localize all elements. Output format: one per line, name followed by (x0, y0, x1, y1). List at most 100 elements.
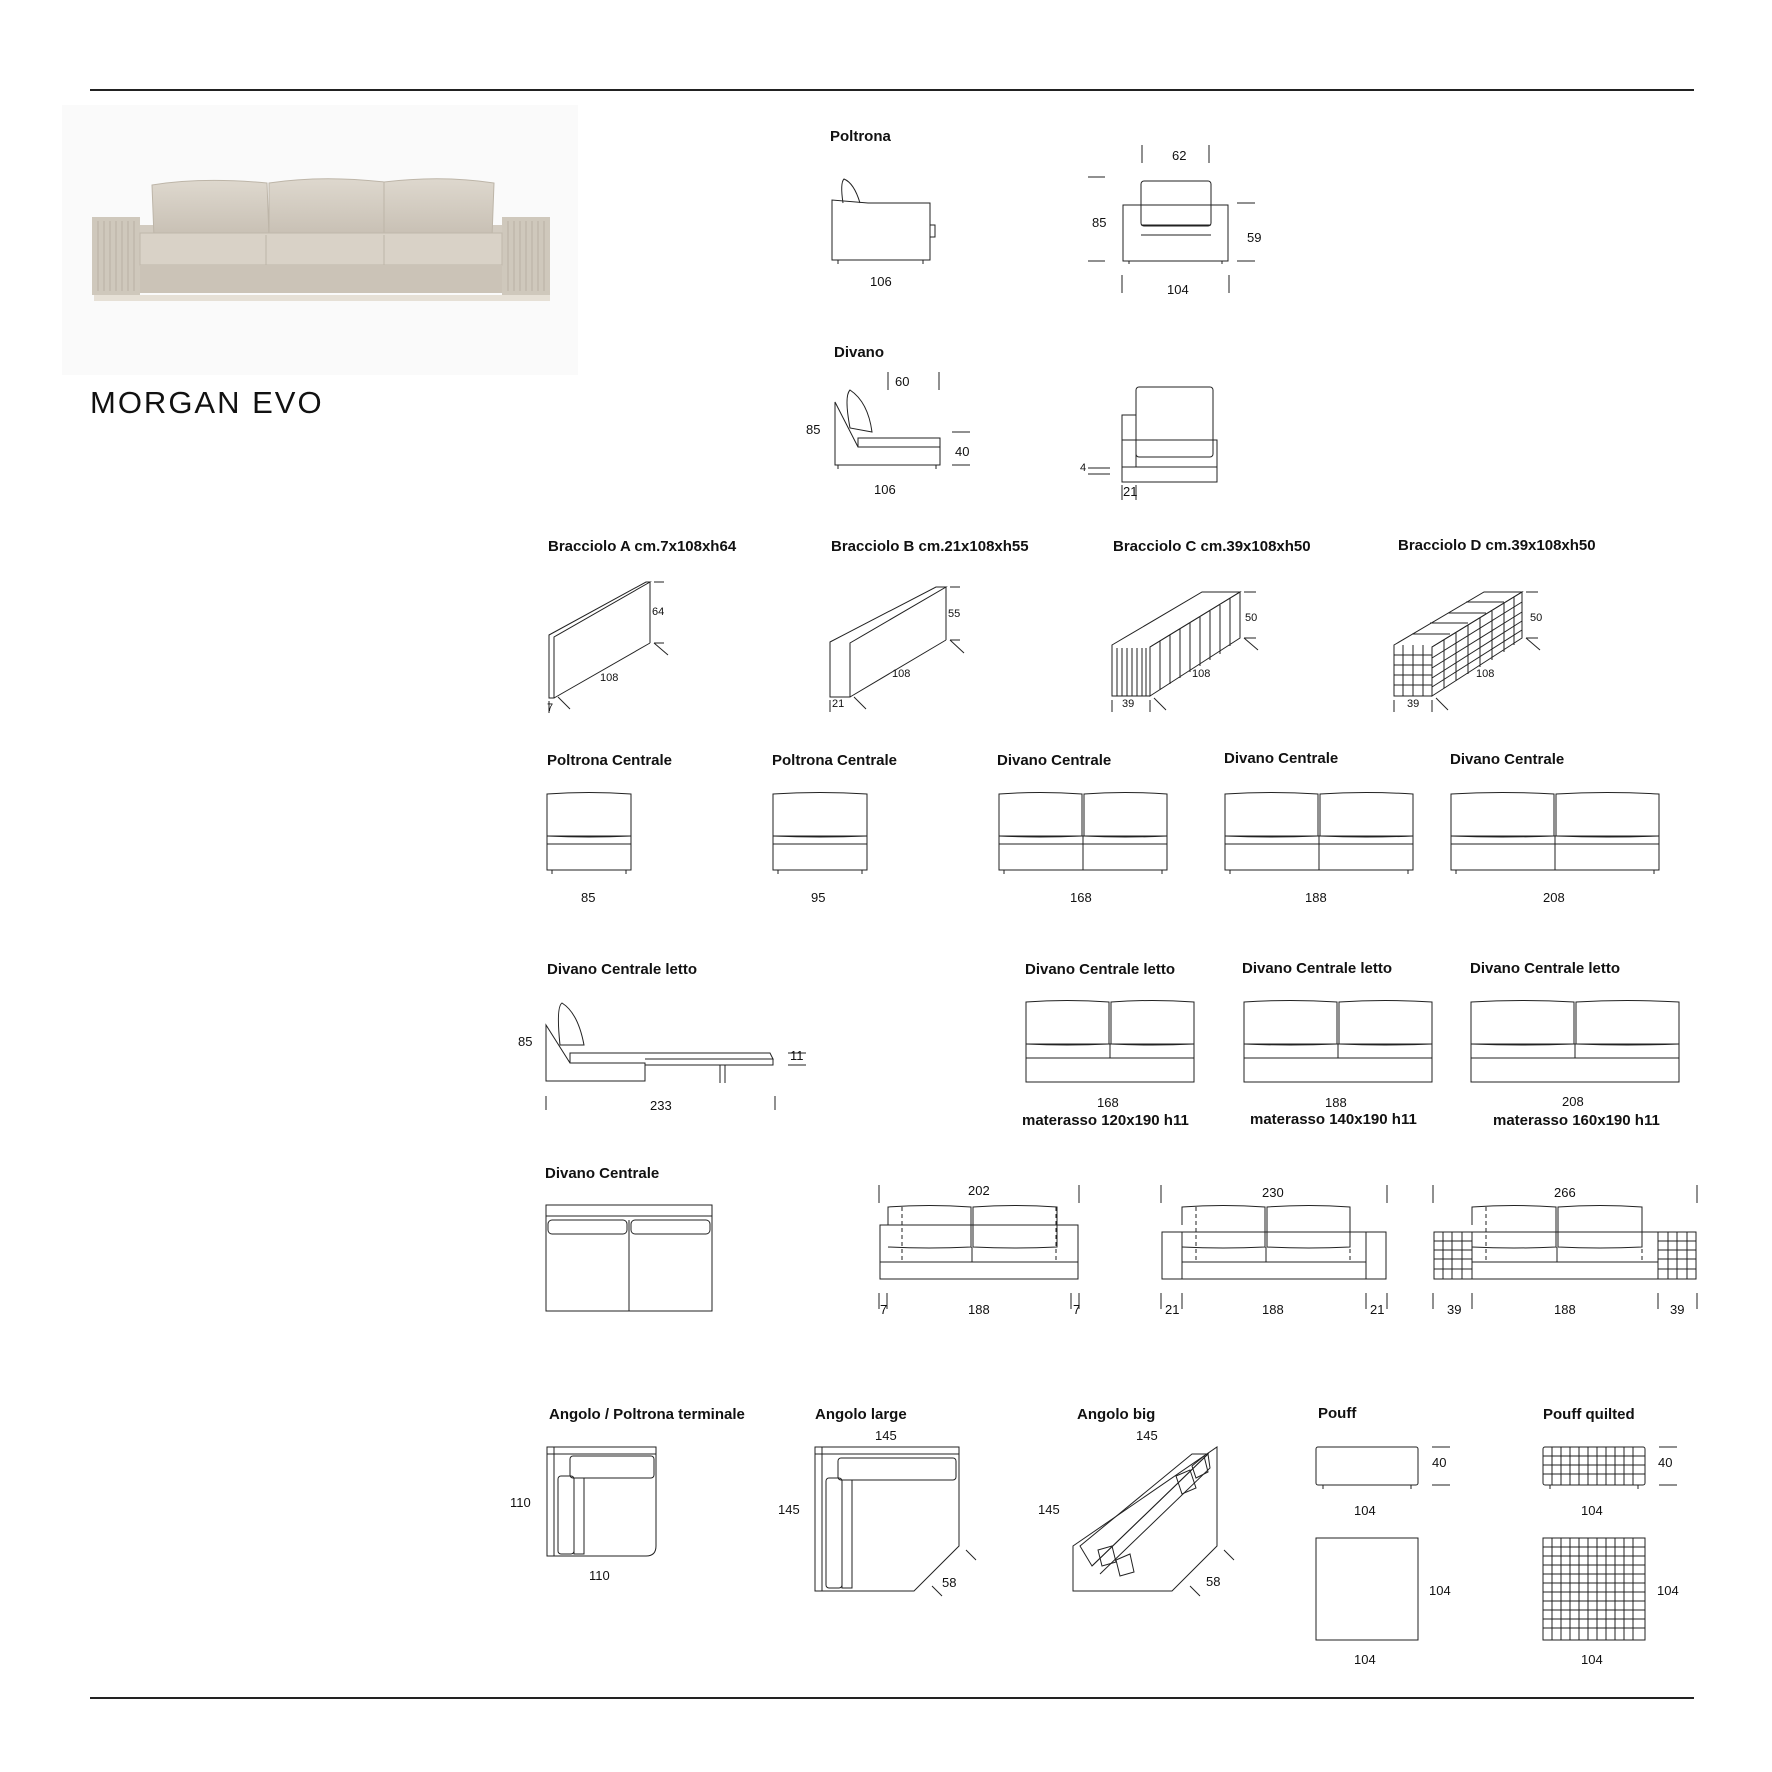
pouff-top-drawing (1315, 1537, 1419, 1641)
combo-2-arm-right: 21 (1370, 1302, 1385, 1317)
product-title: MORGAN EVO (90, 385, 324, 420)
corner-2-cut: 58 (942, 1575, 957, 1590)
combo-1-total: 202 (968, 1183, 990, 1198)
arm-c-drawing (1110, 590, 1260, 720)
corner-2-left: 145 (778, 1502, 800, 1517)
central-2-w: 95 (811, 890, 826, 905)
letto-l: 233 (650, 1098, 672, 1113)
pouff-top-d: 104 (1429, 1583, 1451, 1598)
pouff-side-drawing (1315, 1446, 1475, 1496)
pouff-h: 40 (1432, 1455, 1447, 1470)
central-3-w: 168 (1070, 890, 1092, 905)
poltrona-front-drawing (1085, 145, 1275, 295)
central-5-w: 208 (1543, 890, 1565, 905)
central-5-label: Divano Centrale (1450, 751, 1565, 768)
arm-a-w: 7 (547, 702, 554, 714)
divano-side-drawing (800, 372, 980, 482)
central-2-drawing (772, 792, 868, 878)
corner-3-left: 145 (1038, 1502, 1060, 1517)
divano-back-depth: 60 (895, 374, 910, 389)
central-3-drawing (998, 792, 1168, 878)
combo-1-center: 188 (968, 1302, 990, 1317)
arm-b-l: 108 (892, 668, 911, 680)
central-3-label: Divano Centrale (997, 752, 1112, 769)
poltrona-front-height: 85 (1092, 215, 1107, 230)
letto-1-w: 168 (1097, 1095, 1119, 1110)
poltrona-seat-width: 62 (1172, 148, 1187, 163)
divano-leg: 4 (1080, 462, 1087, 474)
sofa-photo (62, 105, 578, 375)
pouff-quilted-top-w: 104 (1581, 1652, 1603, 1667)
central-4-w: 188 (1305, 890, 1327, 905)
pouff-quilted-top-d: 104 (1657, 1583, 1679, 1598)
letto-label: Divano Centrale letto (547, 961, 698, 978)
central-1-drawing (546, 792, 632, 878)
arm-c-l: 108 (1192, 668, 1211, 680)
poltrona-side-depth: 106 (870, 274, 892, 289)
central-1-w: 85 (581, 890, 596, 905)
arm-b-w: 21 (832, 698, 845, 710)
divano-seat-height: 40 (955, 444, 970, 459)
pouff-label: Pouff (1318, 1405, 1357, 1422)
arm-c-w: 39 (1122, 698, 1135, 710)
arm-d-drawing (1392, 590, 1542, 720)
combo-1-arm-left: 7 (880, 1302, 888, 1317)
letto-3-mattress: materasso 160x190 h11 (1493, 1112, 1660, 1129)
pouff-quilted-w: 104 (1581, 1503, 1603, 1518)
divano-height: 85 (806, 422, 821, 437)
combo-1-arm-right: 7 (1073, 1302, 1081, 1317)
corner-2-drawing (814, 1446, 974, 1606)
combo-2-arm-left: 21 (1165, 1302, 1180, 1317)
pouff-w: 104 (1354, 1503, 1376, 1518)
combo-2-drawing (1160, 1185, 1390, 1325)
combo-2-total: 230 (1262, 1185, 1284, 1200)
combo-2-center: 188 (1262, 1302, 1284, 1317)
poltrona-side-drawing (830, 175, 940, 265)
bottom-rule (90, 1697, 1694, 1699)
letto-2-label: Divano Centrale letto (1242, 960, 1393, 977)
letto-3-label: Divano Centrale letto (1470, 960, 1621, 977)
central-1-label: Poltrona Centrale (547, 752, 673, 769)
pouff-quilted-h: 40 (1658, 1455, 1673, 1470)
combo-3-arm-right: 39 (1670, 1302, 1685, 1317)
corner-3-label: Angolo big (1077, 1406, 1156, 1423)
letto-2-drawing (1243, 1000, 1433, 1084)
corner-1-label: Angolo / Poltrona terminale (549, 1406, 745, 1423)
letto-mat-h: 11 (790, 1048, 804, 1063)
poltrona-front-width: 104 (1167, 282, 1189, 297)
letto-3-w: 208 (1562, 1094, 1584, 1109)
divano-arm-width: 21 (1123, 484, 1138, 499)
arm-a-drawing (546, 575, 676, 715)
arm-b-h: 55 (948, 608, 961, 620)
pouff-quilted-top-drawing (1542, 1537, 1646, 1641)
central-4-label: Divano Centrale (1224, 750, 1339, 767)
divano-label: Divano (834, 344, 885, 361)
combo-3-center: 188 (1554, 1302, 1576, 1317)
letto-1-drawing (1025, 1000, 1195, 1084)
corner-3-top: 145 (1136, 1428, 1158, 1443)
letto-2-w: 188 (1325, 1095, 1347, 1110)
poltrona-seat-height: 59 (1247, 230, 1262, 245)
pouff-top-w: 104 (1354, 1652, 1376, 1667)
pouff-quilted-side-drawing (1542, 1446, 1702, 1496)
combo-3-arm-left: 39 (1447, 1302, 1462, 1317)
combo-3-drawing (1432, 1185, 1702, 1325)
letto-2-mattress: materasso 140x190 h11 (1250, 1111, 1417, 1128)
arm-a-label: Bracciolo A cm.7x108xh64 (548, 538, 737, 555)
pouff-quilted-label: Pouff quilted (1543, 1406, 1635, 1423)
arm-a-l: 108 (600, 672, 619, 684)
arm-d-label: Bracciolo D cm.39x108xh50 (1398, 537, 1596, 554)
combo-3-total: 266 (1554, 1185, 1576, 1200)
letto-h: 85 (518, 1034, 533, 1049)
corner-3-cut: 58 (1206, 1574, 1221, 1589)
letto-1-label: Divano Centrale letto (1025, 961, 1176, 978)
poltrona-label: Poltrona (830, 128, 891, 145)
corner-1-a: 110 (510, 1495, 531, 1510)
corner-3-drawing (1072, 1446, 1242, 1606)
divano-front-drawing (1080, 385, 1240, 495)
corner-1-drawing (546, 1446, 658, 1558)
arm-b-label: Bracciolo B cm.21x108xh55 (831, 538, 1029, 555)
letto-1-mattress: materasso 120x190 h11 (1022, 1112, 1189, 1129)
arm-d-l: 108 (1476, 668, 1495, 680)
divano-depth: 106 (874, 482, 896, 497)
